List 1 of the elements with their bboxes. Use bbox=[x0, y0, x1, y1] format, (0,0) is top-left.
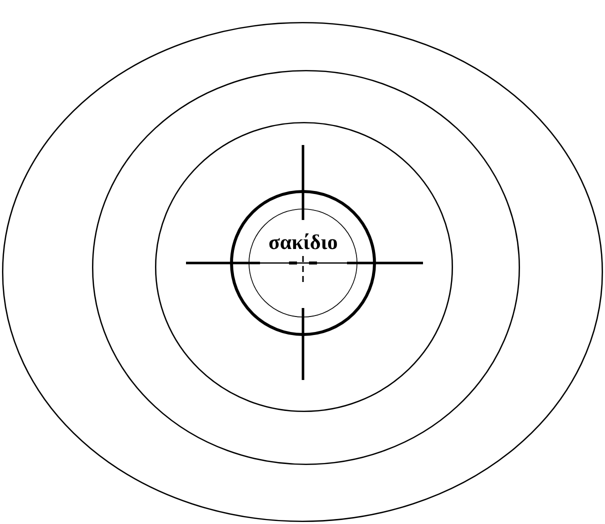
target-label: σακίδιο bbox=[268, 230, 338, 255]
